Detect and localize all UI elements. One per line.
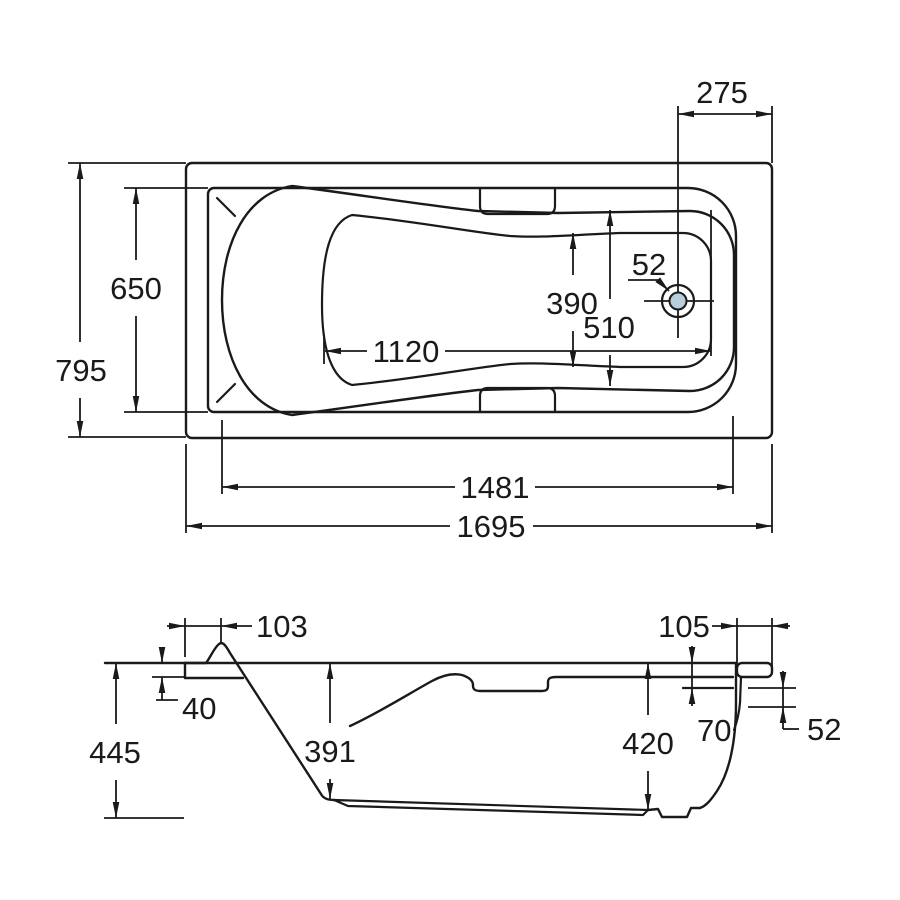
dim-floor-length: 1120	[323, 210, 712, 369]
basin-opening-outline	[220, 184, 736, 417]
dim-drain-offset-label: 275	[696, 75, 748, 110]
dim-basin-width-label: 510	[583, 310, 635, 345]
dim-drain-diameter: 52	[628, 247, 670, 292]
dim-overall-width-label: 795	[55, 353, 107, 388]
dim-skirt-drop-label: 52	[807, 712, 841, 747]
dim-drain-diameter-label: 52	[632, 247, 666, 282]
handle-recess-bottom	[478, 386, 557, 413]
tub-outer-edge	[184, 161, 774, 440]
tub-rim-edge	[206, 186, 738, 414]
dim-drain-offset: 275	[678, 75, 773, 163]
base-pad	[332, 798, 650, 817]
dim-head-rim-length-label: 103	[256, 609, 308, 644]
dim-inner-depth: 391	[304, 663, 356, 799]
dim-rim-width-label: 650	[110, 271, 162, 306]
dim-foot-rim-length-label: 105	[658, 609, 710, 644]
head-lip-and-slope	[183, 641, 336, 802]
drain	[644, 106, 714, 338]
corner-tick-bottom-left	[215, 382, 237, 404]
dim-overall-height: 445	[89, 663, 184, 819]
dim-overall-length: 1695	[185, 444, 773, 544]
dim-foot-rim-length: 105	[658, 609, 790, 667]
handle-recess-top	[478, 187, 557, 216]
dim-head-rim-length: 103	[167, 609, 308, 657]
dim-ledge-drop-label: 70	[697, 713, 731, 748]
dim-inner-depth-label: 391	[304, 734, 356, 769]
drain-hole	[668, 291, 688, 311]
dim-skirt-drop: 52	[748, 671, 841, 747]
corner-tick-top-left	[215, 196, 237, 218]
dim-overall-width: 795	[55, 162, 186, 438]
dim-ledge-drop: 70	[688, 646, 731, 748]
dim-floor-width: 390	[546, 233, 598, 367]
dim-rim-drop-label: 40	[182, 691, 216, 726]
drain-outer-circle	[660, 283, 696, 319]
dim-basin-width: 510	[583, 210, 635, 386]
drain-recess	[646, 806, 702, 819]
dim-rim-drop: 40	[152, 647, 216, 726]
dim-overall-height-label: 445	[89, 735, 141, 770]
dim-inner-length-label: 1481	[461, 470, 530, 505]
plan-view: 275 795 650 390 510	[55, 75, 774, 544]
dim-foot-depth-label: 420	[622, 726, 674, 761]
dim-rim-width: 650	[110, 187, 208, 413]
dim-floor-length-label: 1120	[373, 334, 440, 369]
foot-rim-cap	[735, 661, 774, 679]
dim-floor-width-label: 390	[546, 286, 598, 321]
interior-profile	[348, 673, 735, 728]
foot-wall-inner	[732, 675, 743, 732]
dim-overall-length-label: 1695	[457, 509, 526, 544]
dim-inner-length: 1481	[221, 416, 734, 505]
dim-foot-depth: 420	[622, 663, 674, 810]
side-view: 103 40 445 391 420	[89, 609, 841, 819]
